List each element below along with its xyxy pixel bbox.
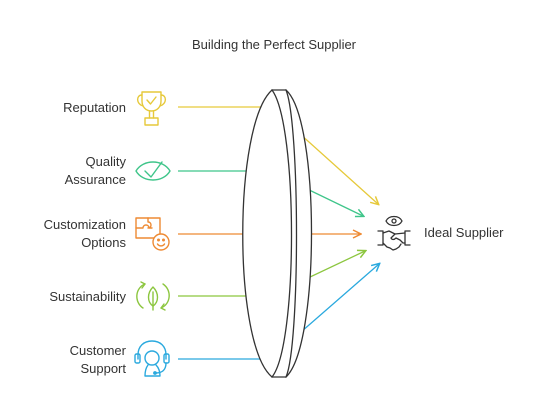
input-label-line: Support xyxy=(80,361,126,376)
input-label-line: Customer xyxy=(69,343,126,358)
input-label-line: Assurance xyxy=(64,172,126,187)
input-label-line: Options xyxy=(81,235,126,250)
input-label-line: Reputation xyxy=(63,100,126,115)
leaf-cycle-icon xyxy=(136,281,170,311)
headset-support-icon xyxy=(134,340,170,377)
target-label: Ideal Supplier xyxy=(424,225,504,240)
input-label-sustainability: Sustainability xyxy=(49,288,126,306)
input-label-reputation: Reputation xyxy=(63,99,126,117)
lens-shape xyxy=(242,88,313,379)
puzzle-smile-icon xyxy=(135,217,170,251)
trophy-icon xyxy=(136,91,167,126)
diagram-title: Building the Perfect Supplier xyxy=(191,37,357,52)
input-label-customization-options: Customization Options xyxy=(44,216,126,252)
checkmark-eye-icon xyxy=(135,161,171,181)
input-label-line: Sustainability xyxy=(49,289,126,304)
input-label-line: Quality xyxy=(85,154,126,169)
input-label-quality-assurance: Quality Assurance xyxy=(65,153,126,189)
handshake-eye-icon xyxy=(377,215,411,251)
input-label-customer-support: Customer Support xyxy=(70,342,126,378)
input-label-line: Customization xyxy=(43,217,126,232)
